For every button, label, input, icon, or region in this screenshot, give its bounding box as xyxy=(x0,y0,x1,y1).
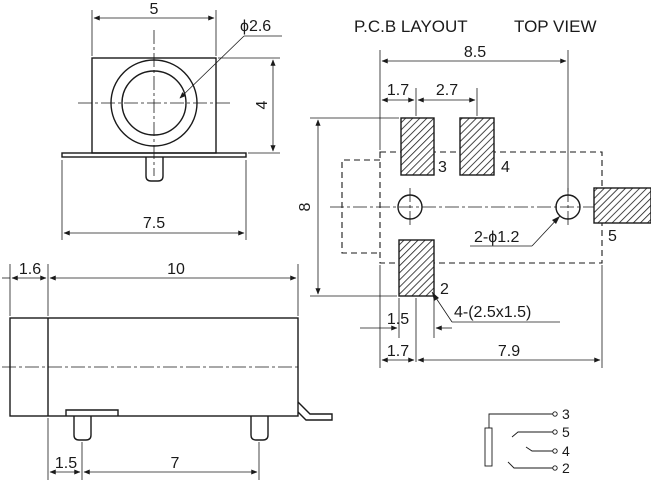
front-view: 5 4 ϕ2.6 7.5 xyxy=(61,1,282,240)
pad-width-label: 1.5 xyxy=(387,311,409,328)
schematic-label-2: 2 xyxy=(562,460,570,476)
side-view: 1.6 10 1.5 7 xyxy=(2,261,333,480)
front-hole-label: ϕ2.6 xyxy=(240,18,271,35)
pcb-layout: P.C.B LAYOUT TOP VIEW 3 4 2 5 8.5 1.7 2.… xyxy=(297,17,651,368)
pad-5 xyxy=(593,187,651,224)
schematic-wire-4 xyxy=(525,446,553,452)
pcb-layout-title: P.C.B LAYOUT xyxy=(354,17,468,36)
side-base-tab xyxy=(65,409,119,416)
side-pin-1 xyxy=(73,416,92,441)
front-height-label: 4 xyxy=(254,100,271,109)
pcb-front-outline xyxy=(341,159,380,254)
pad-4 xyxy=(459,117,495,176)
front-width-label: 5 xyxy=(150,1,159,18)
schematic-jack-sleeve xyxy=(484,427,493,467)
bottom-right-label: 7.9 xyxy=(498,343,520,360)
pcb-height-label: 8 xyxy=(297,202,314,211)
schematic-wire-3 xyxy=(488,413,553,428)
pad-callout-label: 4-(2.5x1.5) xyxy=(454,304,531,321)
pad-callout-arrow xyxy=(432,292,439,301)
side-front-label: 1.6 xyxy=(19,261,41,278)
hole-callout-arrow xyxy=(552,216,560,224)
pad-5-label: 5 xyxy=(608,228,617,245)
schematic-label-3: 3 xyxy=(562,406,570,422)
schematic-terminal-2 xyxy=(552,465,558,471)
schematic-terminal-5 xyxy=(552,429,558,435)
schematic-terminal-3 xyxy=(552,411,558,417)
pad-gap-label: 2.7 xyxy=(436,82,458,99)
pad1-label: 1.7 xyxy=(387,82,409,99)
hole-callout-label: 2-ϕ1.2 xyxy=(474,229,520,246)
pad-2 xyxy=(398,239,435,297)
side-pin-pitch-label: 7 xyxy=(171,455,180,472)
schematic-wire-5 xyxy=(511,431,553,438)
pad-3-label: 3 xyxy=(438,159,447,176)
front-hole-leader xyxy=(179,35,245,99)
pad-4-label: 4 xyxy=(501,159,510,176)
jack-schematic: 3 5 4 2 xyxy=(484,406,570,476)
schematic-label-4: 4 xyxy=(562,443,570,459)
bottom-left-label: 1.7 xyxy=(387,343,409,360)
pcb-width-label: 8.5 xyxy=(464,44,486,61)
top-view-label: TOP VIEW xyxy=(514,17,597,36)
pad-3 xyxy=(400,117,435,176)
side-pin-2 xyxy=(250,416,269,441)
side-rear-pin xyxy=(297,401,333,421)
side-pin-offset-label: 1.5 xyxy=(55,455,77,472)
side-length-label: 10 xyxy=(167,261,185,278)
front-pin xyxy=(145,157,164,182)
schematic-terminal-4 xyxy=(552,448,558,454)
schematic-wire-2 xyxy=(507,461,553,469)
schematic-label-5: 5 xyxy=(562,424,570,440)
pad-2-label: 2 xyxy=(440,281,449,298)
front-base-label: 7.5 xyxy=(143,215,165,232)
